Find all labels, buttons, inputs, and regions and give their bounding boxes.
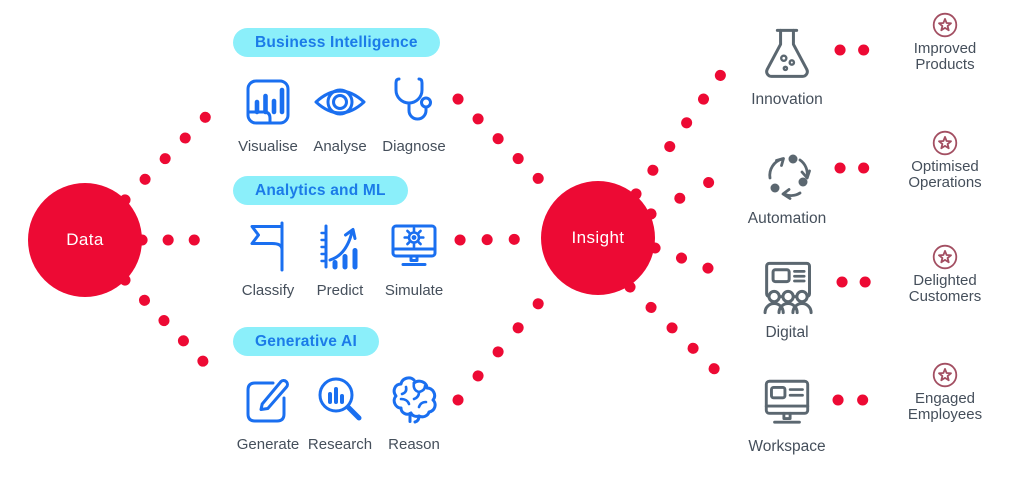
presentation-audience-icon xyxy=(763,261,813,315)
connector-ml-to-insight xyxy=(454,233,547,246)
result-optimised-operations: Optimised Operations xyxy=(890,130,1000,191)
result-label: Delighted Customers xyxy=(908,272,982,305)
magnifier-chart-icon xyxy=(318,377,362,421)
connector-bi-to-insight xyxy=(452,93,564,204)
outcome-innovation: Innovation xyxy=(742,25,832,109)
connector-insight-to-digital xyxy=(649,242,740,284)
flag-icon xyxy=(250,221,284,272)
capability-simulate: Simulate xyxy=(376,218,452,299)
star-badge-icon xyxy=(932,130,958,156)
capability-label: Reason xyxy=(388,436,440,453)
connector-data-to-bi xyxy=(119,91,231,206)
monitor-gear-icon xyxy=(391,224,437,266)
result-label: Engaged Employees xyxy=(907,390,983,423)
cycle-arrows-icon xyxy=(768,154,811,200)
data-node-label: Data xyxy=(66,230,104,249)
rising-chart-arrow-icon xyxy=(320,224,358,270)
capability-label: Diagnose xyxy=(382,138,446,155)
outcome-digital: Digital xyxy=(742,258,832,342)
capability-label: Classify xyxy=(241,282,295,299)
result-improved-products: Improved Products xyxy=(890,12,1000,73)
capability-diagnose: Diagnose xyxy=(376,74,452,155)
capability-label: Predict xyxy=(316,282,364,299)
capability-classify: Classify xyxy=(230,218,306,299)
outcome-workspace: Workspace xyxy=(742,374,832,456)
outcome-label: Innovation xyxy=(751,91,823,108)
capability-reason: Reason xyxy=(376,372,452,453)
connector-insight-to-workspace xyxy=(624,281,741,395)
outcome-label: Automation xyxy=(747,210,827,227)
result-delighted-customers: Delighted Customers xyxy=(890,244,1000,305)
result-label: Optimised Operations xyxy=(908,158,982,191)
outcome-label: Workspace xyxy=(748,438,826,455)
connector-data-to-genai xyxy=(119,274,228,387)
eye-icon xyxy=(314,88,366,116)
star-badge-icon xyxy=(932,12,958,38)
connector-insight-to-innovation xyxy=(630,46,743,200)
capability-label: Research xyxy=(307,436,373,453)
connector-insight-to-automation xyxy=(645,161,743,220)
capability-visualise: Visualise xyxy=(230,74,306,155)
insight-node: Insight xyxy=(541,181,655,295)
capability-label: Simulate xyxy=(384,282,444,299)
capability-label: Visualise xyxy=(238,138,298,155)
outcome-automation: Automation xyxy=(742,148,832,228)
bar-chart-document-icon xyxy=(246,79,290,125)
stethoscope-icon xyxy=(394,77,432,121)
capability-label: Generate xyxy=(236,436,300,453)
connector-genai-to-insight xyxy=(452,274,564,406)
capability-label: Analyse xyxy=(313,138,367,155)
star-badge-icon xyxy=(932,362,958,388)
flask-icon xyxy=(765,28,809,78)
desktop-monitor-icon xyxy=(764,379,810,424)
pill-analytics-and-ml: Analytics and ML xyxy=(233,176,408,205)
result-label: Improved Products xyxy=(913,40,977,73)
capability-research: Research xyxy=(302,372,378,453)
capability-predict: Predict xyxy=(302,218,378,299)
outcome-label: Digital xyxy=(765,324,809,341)
pencil-square-icon xyxy=(246,379,289,423)
star-badge-icon xyxy=(932,244,958,270)
capability-analyse: Analyse xyxy=(302,74,378,155)
data-node: Data xyxy=(28,183,142,297)
result-engaged-employees: Engaged Employees xyxy=(890,362,1000,423)
pill-generative-ai: Generative AI xyxy=(233,327,379,356)
brain-icon xyxy=(392,376,437,424)
pill-business-intelligence: Business Intelligence xyxy=(233,28,440,57)
insight-node-label: Insight xyxy=(571,228,625,247)
capability-generate: Generate xyxy=(230,372,306,453)
